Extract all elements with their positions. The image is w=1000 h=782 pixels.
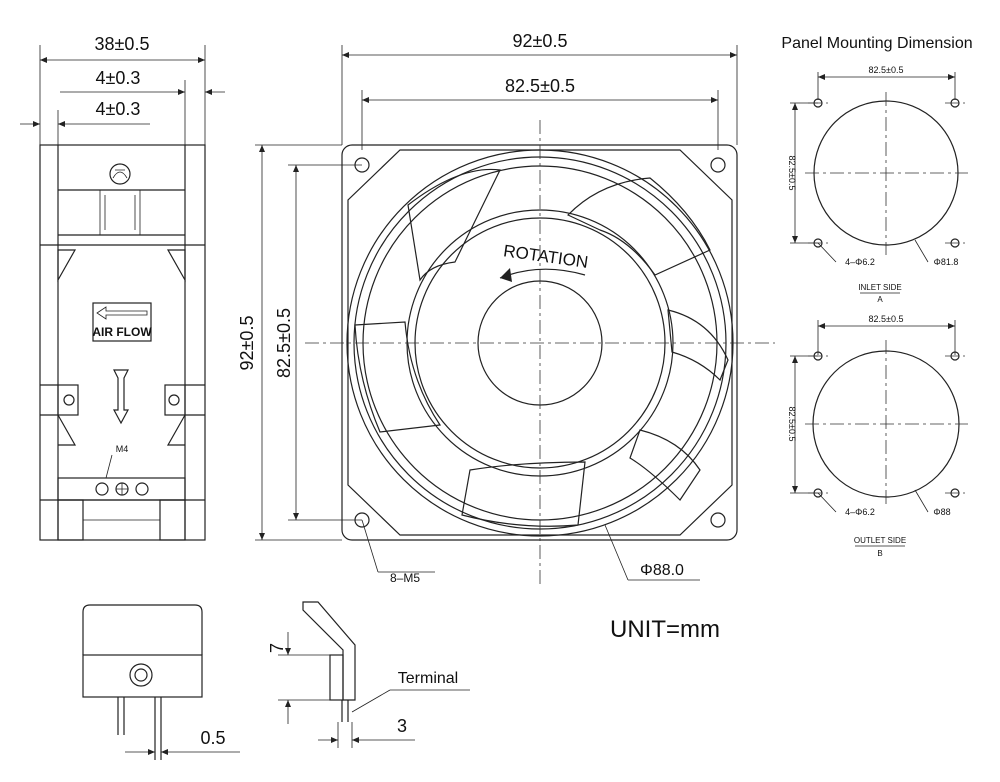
- inlet-panel: 82.5±0.5 82.5±0.5 4–Φ6.2 Φ81.8 INLET SID…: [787, 65, 968, 304]
- side-width-label: 38±0.5: [95, 34, 150, 54]
- front-screw-label: 8–M5: [390, 571, 420, 585]
- rotation-label: ROTATION: [502, 241, 589, 272]
- terminal-width-label: 3: [397, 716, 407, 736]
- panel-mounting: Panel Mounting Dimension 82.5±0.5 82.5±0…: [781, 35, 972, 558]
- outlet-v-label: 82.5±0.5: [787, 407, 797, 442]
- front-height-label: 92±0.5: [237, 316, 257, 371]
- front-view: 92±0.5 82.5±0.5 92±0.5 82.5±0.5: [237, 31, 775, 585]
- front-hole-spacing-label: 82.5±0.5: [505, 76, 575, 96]
- front-hole-spacing-v-label: 82.5±0.5: [274, 308, 294, 378]
- side-rim-label-1: 4±0.3: [96, 68, 141, 88]
- inlet-hole-label: 4–Φ6.2: [845, 257, 875, 267]
- unit-label: UNIT=mm: [610, 616, 720, 643]
- pin-width-label: 0.5: [200, 728, 225, 748]
- front-width-label: 92±0.5: [513, 31, 568, 51]
- inlet-v-label: 82.5±0.5: [787, 156, 797, 191]
- side-view: 38±0.5 4±0.3 4±0.3: [20, 34, 225, 541]
- inlet-dia-label: Φ81.8: [934, 257, 959, 267]
- front-diameter-label: Φ88.0: [640, 562, 684, 579]
- terminal-label: Terminal: [398, 670, 458, 687]
- outlet-h-label: 82.5±0.5: [869, 314, 904, 324]
- side-rim-label-2: 4±0.3: [96, 99, 141, 119]
- airflow-label: AIR FLOW: [92, 325, 152, 339]
- terminal-height-label: 7: [267, 643, 287, 653]
- terminal-block-view: 0.5: [82, 604, 240, 760]
- outlet-side-label: OUTLET SIDE: [854, 536, 906, 545]
- outlet-dia-label: Φ88: [933, 507, 950, 517]
- outlet-side-letter: B: [877, 549, 882, 558]
- panel-title: Panel Mounting Dimension: [781, 35, 972, 52]
- outlet-panel: 82.5±0.5 82.5±0.5 4–Φ6.2 Φ88 OUTLET SIDE…: [787, 314, 968, 558]
- inlet-h-label: 82.5±0.5: [869, 65, 904, 75]
- side-screw-label: M4: [116, 444, 129, 454]
- terminal-side-view: 7 Terminal 3: [267, 601, 470, 748]
- inlet-side-letter: A: [877, 295, 883, 304]
- inlet-side-label: INLET SIDE: [858, 283, 901, 292]
- outlet-hole-label: 4–Φ6.2: [845, 507, 875, 517]
